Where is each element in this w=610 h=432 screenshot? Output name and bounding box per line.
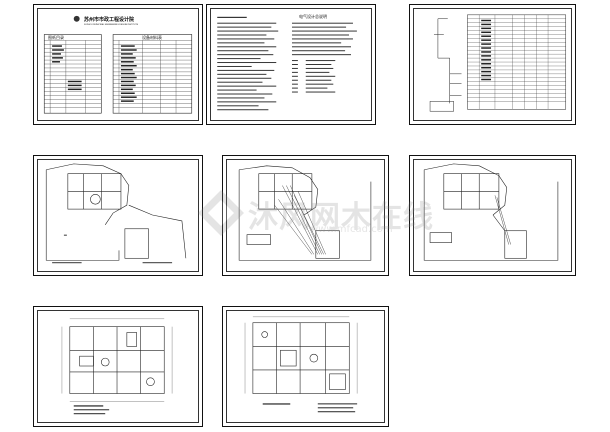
sheet-frame [226,159,385,272]
sheet-frame [413,159,572,272]
sheet-frame [413,8,572,121]
drawing-sheet-plan-4[interactable] [33,306,203,427]
drawing-sheet-notes[interactable]: 电气设计总说明 [206,4,376,125]
cover-right-heading: 设备材料表 [142,35,162,40]
cover-subtitle: SUZHOU MUNICIPAL ENGINEERING DESIGN INST… [84,24,138,26]
notes-sheet-drawing [217,16,357,111]
floor-plan-drawing [423,163,559,261]
floor-plan-drawing [45,163,187,264]
drawing-sheet-plan-5[interactable] [222,306,389,427]
drawing-sheet-plan-1[interactable] [33,155,203,276]
cover-sheet-drawing [43,15,193,114]
sheet-frame [210,8,372,121]
cover-left-heading: 图纸目录 [48,35,64,40]
sheet-frame [226,310,385,423]
sheet-frame [37,310,199,423]
sheet-frame [37,8,199,121]
system-diagram-drawing [429,14,567,112]
notes-title: 电气设计总说明 [299,14,327,19]
drawing-sheet-cover[interactable]: 苏州市市政工程设计院 SUZHOU MUNICIPAL ENGINEERING … [33,4,203,125]
sheet-frame [37,159,199,272]
detailed-floor-plan-drawing [244,316,358,413]
detailed-floor-plan-drawing [61,318,173,415]
wiring-plan-drawing [238,165,372,261]
drawing-sheet-plan-2[interactable] [222,155,389,276]
drawing-sheet-system[interactable] [409,4,576,125]
drawing-sheet-plan-3[interactable] [409,155,576,276]
cover-title: 苏州市市政工程设计院 [84,17,135,23]
